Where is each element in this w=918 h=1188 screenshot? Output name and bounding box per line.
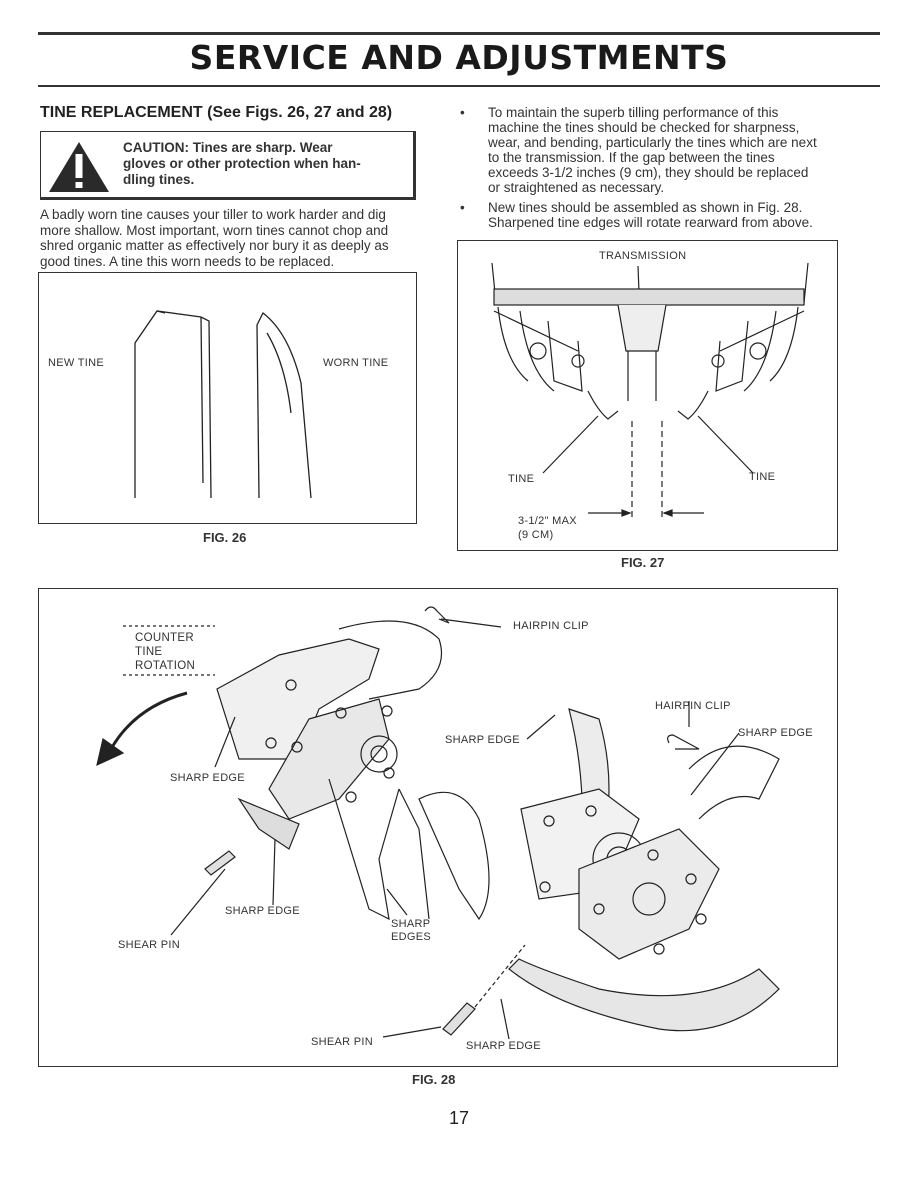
hairpin-clip-label: HAIRPIN CLIP: [513, 620, 589, 632]
shear-pin-label: SHEAR PIN: [118, 939, 180, 951]
fig28-label: FIG. 28: [412, 1072, 456, 1087]
caution-box: CAUTION: Tines are sharp. Wear gloves or…: [40, 131, 416, 200]
shear-pin-label: SHEAR PIN: [311, 1036, 373, 1048]
bullet-dot: •: [460, 200, 465, 215]
fig28-box: COUNTER TINE ROTATION HAIRPIN CLIP HAIRP…: [38, 588, 838, 1067]
bullet-text: To maintain the superb tilling performan…: [488, 105, 817, 195]
transmission-label: TRANSMISSION: [599, 250, 687, 262]
sharp-edge-label: SHARP EDGE: [170, 772, 245, 784]
transmission-tines-drawing: [491, 262, 809, 521]
sharp-edge-label: SHARP EDGE: [445, 734, 520, 746]
paragraph-line: more shallow. Most important, worn tines…: [40, 222, 389, 238]
bullet-line: or straightened as necessary.: [488, 180, 665, 195]
tine-assembly-drawing: [96, 606, 780, 1040]
bullet-dot: •: [460, 105, 465, 120]
caution-line: gloves or other protection when han-: [123, 156, 361, 171]
bullet-line: Sharpened tine edges will rotate rearwar…: [488, 215, 813, 230]
sharp-edge-label: SHARP EDGE: [466, 1040, 541, 1052]
bullet-line: To maintain the superb tilling performan…: [488, 105, 779, 120]
paragraph-line: shred organic matter as effectively nor …: [40, 238, 389, 253]
sharp-edge-label: SHARP EDGE: [225, 905, 300, 917]
caution-text: CAUTION: Tines are sharp. Wear gloves or…: [123, 140, 409, 188]
gap-label-line1: 3-1/2" MAX: [518, 515, 577, 527]
caution-line: dling tines.: [123, 172, 195, 187]
tine-comparison-drawing: [134, 310, 312, 499]
counter-rotation-line: ROTATION: [135, 660, 196, 672]
fig27-label: FIG. 27: [621, 555, 665, 570]
page-title: SERVICE AND ADJUSTMENTS: [189, 38, 729, 77]
rotation-arrow-icon: [109, 691, 188, 750]
new-tine-shape: [134, 310, 212, 499]
tine-left-label: TINE: [508, 473, 535, 485]
bullet-text: New tines should be assembled as shown i…: [488, 200, 813, 230]
bullet-line: exceeds 3-1/2 inches (9 cm), they should…: [488, 165, 809, 180]
bullet-line: New tines should be assembled as shown i…: [488, 200, 803, 215]
gap-label-line2: (9 CM): [518, 529, 554, 541]
bullet-line: machine the tines should be checked for …: [488, 120, 800, 135]
sharp-edges-line: EDGES: [391, 931, 432, 943]
new-tine-label: NEW TINE: [48, 357, 104, 369]
counter-rotation-line: COUNTER: [135, 632, 194, 644]
sharp-edges-line: SHARP: [391, 918, 431, 930]
paragraph-line: good tines. A tine this worn needs to be…: [40, 253, 335, 269]
sharp-edges-label: SHARP EDGES: [391, 918, 431, 944]
fig26-box: NEW TINE WORN TINE: [38, 272, 417, 524]
title-underline-rule: [38, 85, 880, 87]
counter-rotation-line: TINE: [135, 646, 163, 658]
bullet-item: • To maintain the superb tilling perform…: [458, 105, 848, 195]
fig26-label: FIG. 26: [203, 530, 247, 545]
worn-tine-label: WORN TINE: [323, 357, 389, 369]
caution-line: CAUTION: Tines are sharp. Wear: [123, 140, 333, 155]
worn-tine-paragraph: A badly worn tine causes your tiller to …: [40, 207, 425, 269]
warning-triangle-icon: [49, 142, 109, 192]
paragraph-line: A badly worn tine causes your tiller to …: [40, 207, 386, 222]
top-rule: [38, 32, 880, 35]
counter-rotation-label: COUNTER TINE ROTATION: [135, 631, 195, 673]
sharp-edge-label: SHARP EDGE: [738, 727, 813, 739]
hairpin-clip-label: HAIRPIN CLIP: [655, 700, 731, 712]
fig27-box: TRANSMISSION TINE TINE 3-1/2" MAX (9 CM): [457, 240, 838, 551]
bullet-item: • New tines should be assembled as shown…: [458, 200, 848, 230]
bullet-line: wear, and bending, particularly the tine…: [488, 135, 817, 150]
worn-tine-shape: [256, 312, 312, 499]
page-number: 17: [448, 1108, 470, 1128]
tine-right-label: TINE: [749, 471, 776, 483]
section-heading: TINE REPLACEMENT (See Figs. 26, 27 and 2…: [40, 104, 393, 121]
bullet-line: to the transmission. If the gap between …: [488, 150, 775, 165]
